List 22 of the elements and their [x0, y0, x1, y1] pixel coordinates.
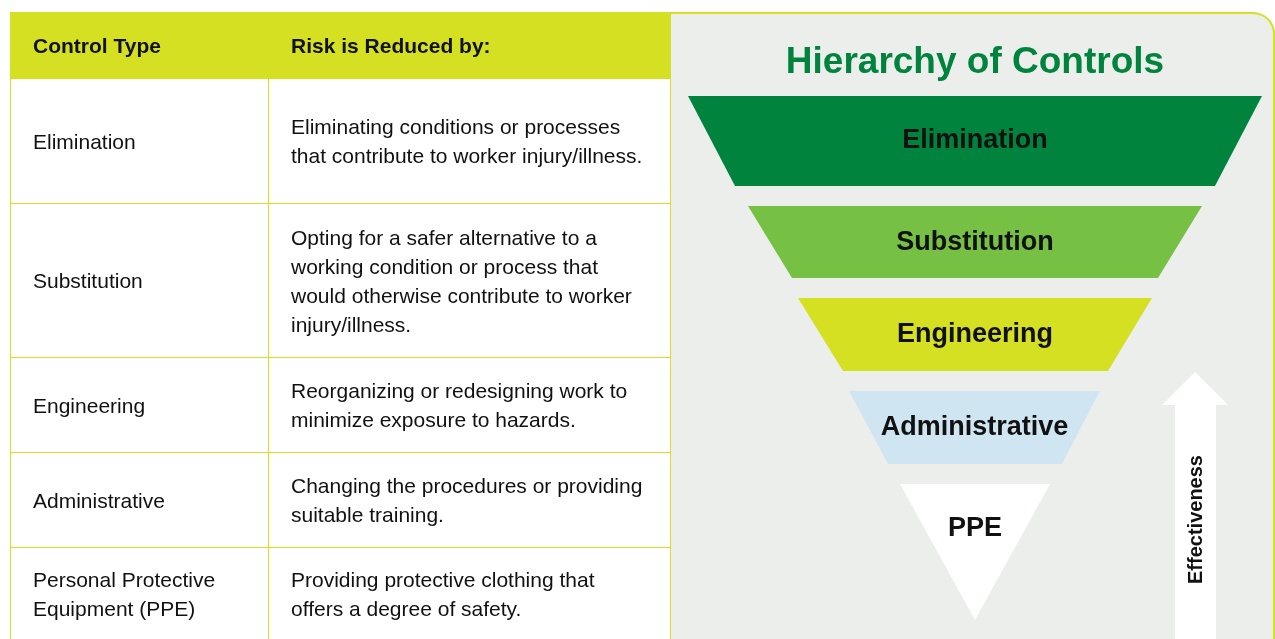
control-type-text: Elimination — [33, 128, 136, 155]
title: Hierarchy of Controls — [784, 40, 1166, 82]
column-header: Control Type — [33, 33, 161, 59]
band-label: Engineering — [896, 318, 1054, 349]
control-type-text: Substitution — [33, 268, 143, 294]
description-text: Reorganizing or redesigning work to minimize exposure to hazards. — [291, 378, 629, 433]
column-header: Risk is Reduced by: — [291, 33, 491, 59]
band-label: PPE — [947, 512, 1003, 543]
band-label: Substitution — [895, 226, 1055, 257]
trapezoid-band — [798, 298, 1152, 371]
band-label: Elimination — [901, 124, 1049, 155]
trapezoid-band — [849, 391, 1100, 464]
control-type-text: Engineering — [33, 392, 146, 419]
description-text: Opting for a safer alternative to a working condition or process that would otherwise contribute to worker injury/illness. — [291, 224, 633, 338]
description-text: Eliminating conditions or processes that contribute to worker injury/illness. — [291, 114, 644, 169]
trapezoid-band — [688, 96, 1262, 186]
description-text: Changing the procedures or providing suitable training. — [291, 473, 644, 528]
band-label: Administrative — [879, 411, 1070, 442]
control-type-text: Personal Protective Equipment (PPE) — [33, 566, 217, 622]
axis-label: Effectiveness — [1183, 454, 1207, 586]
control-type-text: Administrative — [33, 487, 165, 514]
description-text: Providing protective clothing that offers a degree of safety. — [291, 566, 596, 622]
